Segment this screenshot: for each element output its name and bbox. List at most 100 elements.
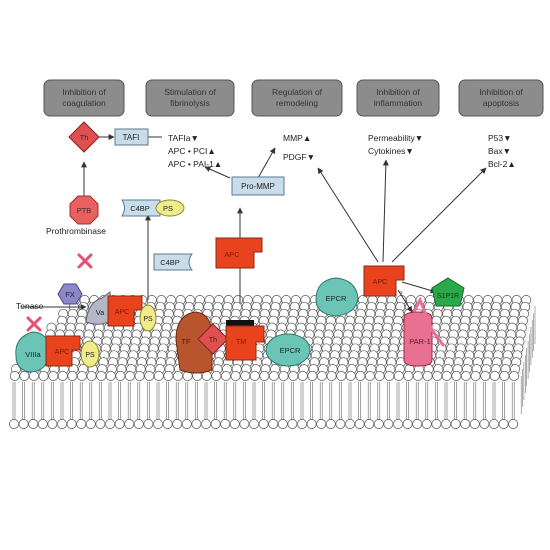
lipid-head <box>403 371 414 381</box>
tafi-box <box>114 128 149 146</box>
apc-right-node: APC <box>363 265 405 297</box>
lipid-head <box>278 371 289 381</box>
epcr-center-node: EPCR <box>265 333 311 367</box>
epcr-center-label: EPCR <box>280 346 301 355</box>
inhibition-x-marks <box>26 253 93 332</box>
question-mark-label: ? <box>399 291 403 298</box>
lipid-head <box>374 371 385 381</box>
arrow-to-remodeling <box>257 147 276 179</box>
c4bp-free: C4BP <box>153 253 193 271</box>
apc-bottom-left-label: APC <box>55 349 69 356</box>
apc-center-label: APC <box>224 250 240 259</box>
lipid-head <box>220 419 231 429</box>
header-apoptosis-line2: apoptosis <box>483 98 519 108</box>
tenase-label: Tenase <box>16 301 44 311</box>
lipid-head <box>143 419 154 429</box>
lipid-head <box>210 419 221 429</box>
lipid-head <box>489 371 500 381</box>
effects-inflammation: Permeability▼ Cytokines▼ <box>368 133 423 156</box>
membrane-lipid-tails <box>12 306 536 420</box>
lipid-head <box>509 371 519 381</box>
header-stimulation-of-fibrinolysis: Stimulation of fibrinolysis <box>145 79 235 117</box>
c4bp-free-label: C4BP <box>160 258 180 267</box>
lipid-head <box>288 371 299 381</box>
epcr-right-node: EPCR <box>315 277 359 317</box>
lipid-head <box>489 419 499 429</box>
lipid-head <box>47 419 58 429</box>
lipid-head <box>287 419 298 429</box>
lipid-head <box>277 419 288 429</box>
lipid-head <box>269 371 279 381</box>
apc-bottom-left-shape <box>45 335 81 367</box>
lipid-head <box>441 419 451 429</box>
lipid-head <box>249 419 259 429</box>
arrow-apc-to-s1p1r <box>401 281 437 294</box>
lipid-head <box>383 419 394 429</box>
lipid-head <box>317 371 327 381</box>
lipid-head <box>125 371 135 381</box>
lipid-head <box>115 371 126 381</box>
lipid-head <box>345 419 355 429</box>
arrow-apc-to-par1 <box>397 289 413 313</box>
lipid-head <box>431 419 442 429</box>
par1-cylinder <box>403 311 433 367</box>
lipid-head <box>460 419 471 429</box>
lipid-head <box>393 371 404 381</box>
apc-left-complex: APC PS <box>107 295 157 332</box>
lipid-head <box>441 371 452 381</box>
effect-apc-pci: APC • PCI▲ <box>168 146 216 156</box>
arrow-to-remodeling-pdgf <box>317 167 379 263</box>
lipid-head <box>412 419 423 429</box>
tm-bar <box>226 320 254 326</box>
apc-left-label: APC <box>115 309 129 316</box>
lipid-head <box>354 419 365 429</box>
lipid-head <box>413 371 423 381</box>
thrombin-diamond <box>68 121 100 153</box>
lipid-head <box>134 371 145 381</box>
tafi-label: TAFI <box>123 133 140 142</box>
lipid-head <box>307 371 318 381</box>
va-node: Va <box>85 291 113 325</box>
lipid-head <box>402 419 413 429</box>
apc-membrane-shape <box>225 325 265 361</box>
effects-apoptosis: P53▼ Bax▼ Bcl-2▲ <box>488 133 516 169</box>
lipid-head <box>508 419 519 429</box>
lipid-head <box>57 371 68 381</box>
s1p1r-label: S1P1R <box>437 293 459 300</box>
lipid-head <box>335 419 346 429</box>
s1p1r-pentagon <box>431 277 465 307</box>
tf-node: TF <box>175 311 213 374</box>
lipid-head <box>470 371 481 381</box>
lipid-head <box>66 419 77 429</box>
lipid-head <box>240 371 251 381</box>
lipid-head <box>499 371 510 381</box>
effect-tafia: TAFIa▼ <box>168 133 199 143</box>
epcr-center-ellipse <box>265 333 311 367</box>
lipid-head <box>336 371 347 381</box>
thrombin-tm-node: Th <box>197 323 229 355</box>
viiia-label: VIIIa <box>25 350 41 359</box>
effect-p53: P53▼ <box>488 133 512 143</box>
lipid-head <box>163 371 174 381</box>
lipid-head <box>38 371 49 381</box>
apc-right-shape <box>363 265 405 297</box>
lipid-head <box>162 419 173 429</box>
lipid-head <box>432 371 443 381</box>
tafi-node: TAFI <box>114 128 149 146</box>
arrow-to-inflammation <box>382 159 389 263</box>
c4bp-ps-complex: C4BP PS <box>121 199 185 217</box>
lipid-head <box>297 419 307 429</box>
arrow-to-fibrinolysis <box>204 166 231 179</box>
lipid-head <box>498 419 509 429</box>
lipid-head <box>239 419 250 429</box>
prothrombinase-label: Prothrombinase <box>46 226 106 236</box>
lipid-head <box>316 419 327 429</box>
apc-center-shape <box>215 237 263 269</box>
effect-mmp: MMP▲ <box>283 133 311 143</box>
lipid-head <box>37 419 48 429</box>
lipid-head <box>422 371 433 381</box>
ps-bound-ellipse <box>155 199 185 217</box>
effect-pdgf: PDGF▼ <box>283 152 315 162</box>
fx-label: FX <box>65 290 75 299</box>
